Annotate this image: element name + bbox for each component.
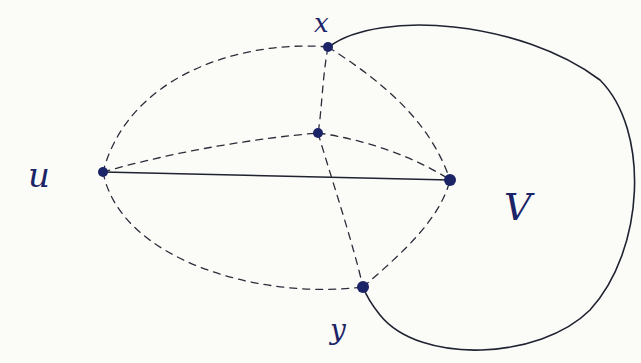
dashed-edge bbox=[103, 46, 328, 172]
vertex-label: x bbox=[314, 10, 329, 36]
vertex-dot bbox=[444, 174, 456, 186]
solid-curve bbox=[330, 25, 635, 350]
dashed-edge bbox=[318, 133, 450, 180]
vertex-dot bbox=[357, 281, 369, 293]
dashed-edge bbox=[103, 172, 363, 289]
dashed-edge bbox=[103, 133, 318, 172]
dashed-edge bbox=[363, 180, 450, 287]
vertex-label: y bbox=[330, 316, 346, 344]
vertex-dot bbox=[98, 167, 108, 177]
dashed-edge bbox=[328, 47, 450, 180]
vertex-dot bbox=[313, 128, 323, 138]
vertex-dot bbox=[323, 42, 333, 52]
solid-edge bbox=[103, 172, 450, 180]
dashed-edge bbox=[318, 47, 328, 133]
dashed-edge bbox=[318, 133, 363, 287]
vertex-label: V bbox=[504, 188, 531, 226]
vertex-label: u bbox=[28, 158, 50, 192]
